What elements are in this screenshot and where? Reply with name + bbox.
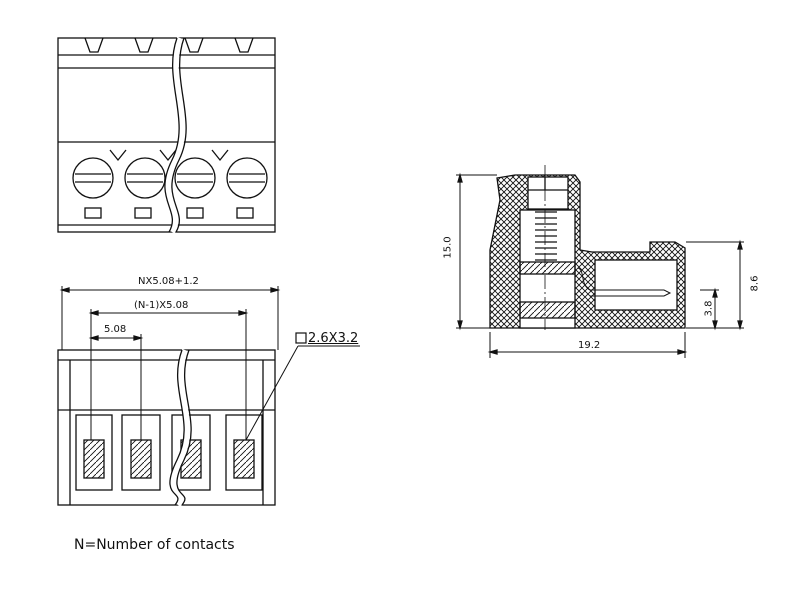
pitch-span-dimension: (N-1)X5.08 [134,300,189,311]
side-view [456,165,744,358]
top-view [57,36,276,234]
contacts-note: N=Number of contacts [74,537,235,553]
depth-dimension: 19.2 [578,340,601,351]
screw-heads [72,157,268,199]
pitch-dimension: 5.08 [104,324,127,335]
wire-opening-dimension: 2.6X3.2 [308,331,359,346]
bottom-view [57,286,360,507]
pin-offset-dimension: 3.8 [703,300,715,317]
height-dimension: 15.0 [442,236,454,259]
overall-width-dimension: NX5.08+1.2 [138,276,199,287]
pin-height-dimension: 8.6 [749,275,761,292]
